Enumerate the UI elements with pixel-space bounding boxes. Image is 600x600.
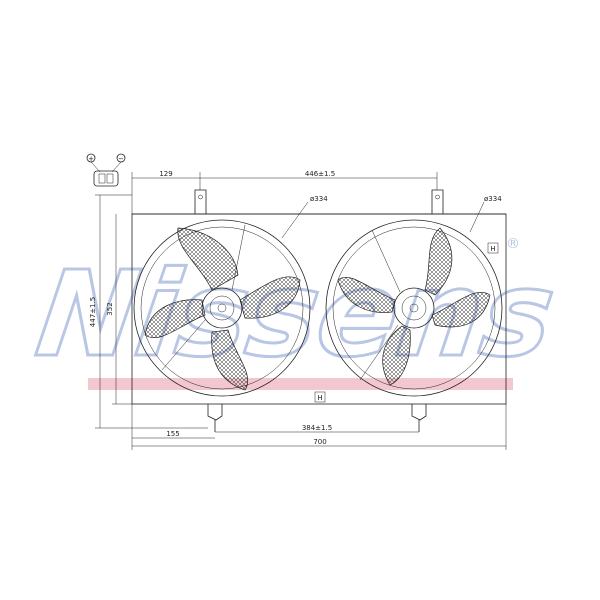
dim-total-width: 700 [313,438,326,446]
dim-fan-spacing: 446±1.5 [305,170,335,178]
connector-plus: + [88,155,94,163]
mount-bracket-icon [194,189,444,214]
connector-minus: − [118,155,124,163]
dim-fan-diameter-left: ø334 [310,195,328,203]
dimension-lines [95,172,507,450]
svg-text:H: H [490,245,495,253]
dim-fan-diameter-right: ø334 [484,195,502,203]
shroud-frame: H H [131,189,507,432]
dim-bottom-left-offset: 155 [166,430,179,438]
svg-text:H: H [317,394,322,402]
connector-icon: + − [86,153,126,187]
dim-total-height: 447±1.5 [89,297,97,327]
watermark-stripe [88,378,513,390]
dim-bottom-mount-spacing: 384±1.5 [302,424,332,432]
dim-shroud-height: 352 [106,302,114,315]
fan-icon [325,219,503,397]
dim-left-offset: 129 [159,170,172,178]
watermark-registered: ® [506,236,520,252]
fan-icon [133,219,311,397]
